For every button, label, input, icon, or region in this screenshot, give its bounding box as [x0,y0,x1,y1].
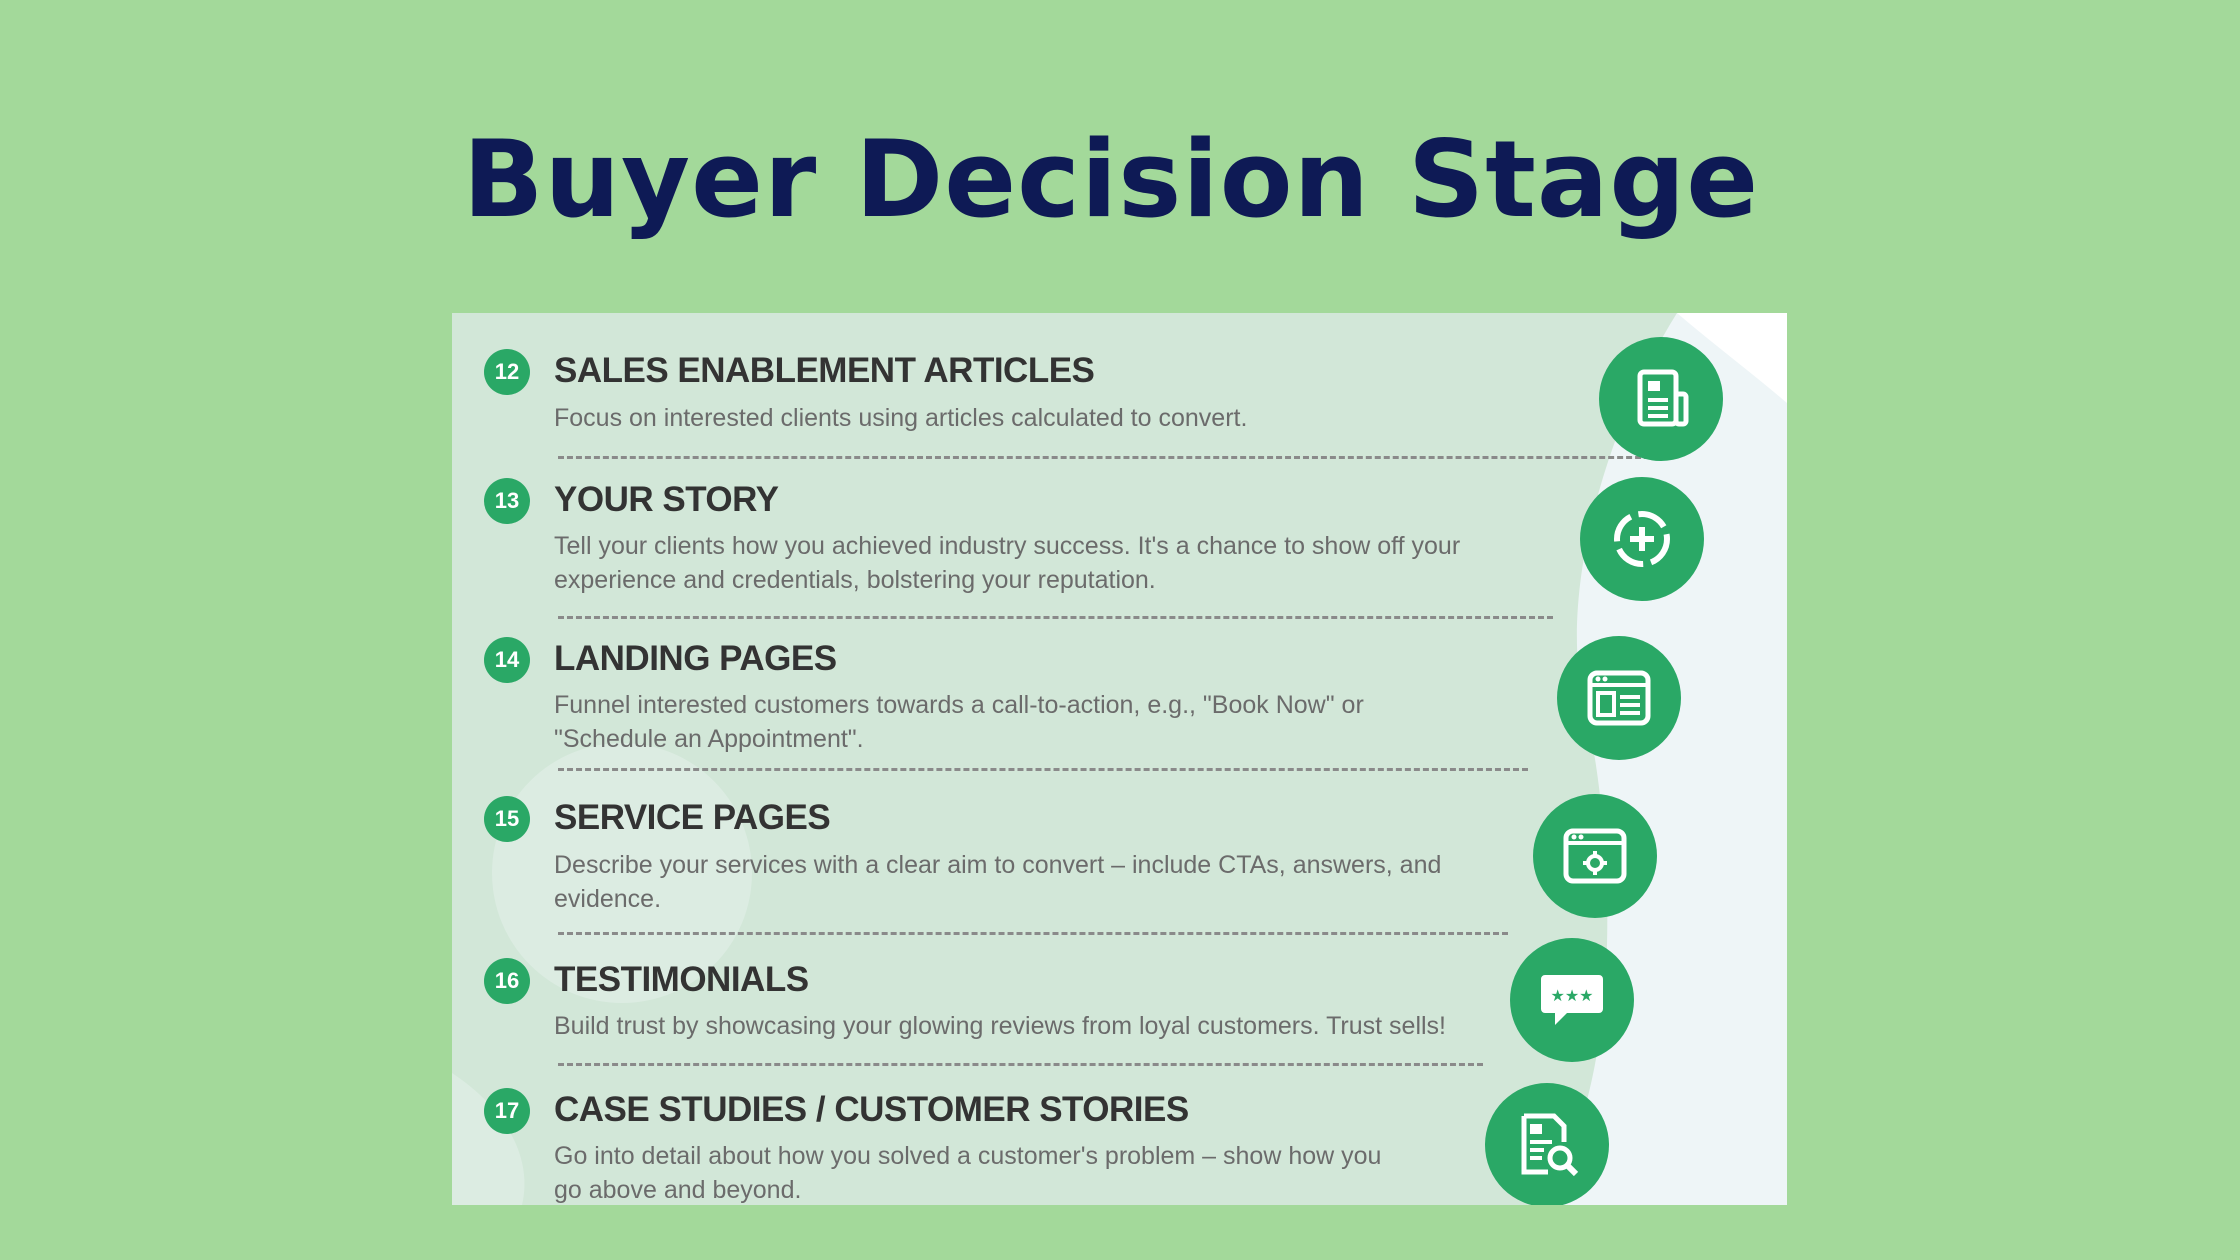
item-description: experience and credentials, bolstering y… [554,566,1156,594]
item-heading: SALES ENABLEMENT ARTICLES [554,351,1095,390]
item-heading: YOUR STORY [554,480,779,519]
item-description: Tell your clients how you achieved indus… [554,532,1461,560]
item-description: Go into detail about how you solved a cu… [554,1142,1382,1170]
panel-background [452,313,1787,1205]
review-bubble-icon: ★★★ [1510,938,1634,1062]
item-heading: CASE STUDIES / CUSTOMER STORIES [554,1090,1189,1129]
step-number: 16 [484,958,530,1004]
item-heading: SERVICE PAGES [554,798,831,837]
item-description: Focus on interested clients using articl… [554,404,1248,432]
dashed-divider [558,1063,1483,1066]
item-description: evidence. [554,885,662,913]
item-description: "Schedule an Appointment". [554,725,864,753]
dashed-divider [558,768,1528,771]
step-number: 14 [484,637,530,683]
item-description: go above and beyond. [554,1176,802,1204]
item-heading: TESTIMONIALS [554,960,809,999]
document-search-icon [1485,1083,1609,1205]
step-number: 15 [484,796,530,842]
step-number: 13 [484,478,530,524]
dashed-divider [558,616,1553,619]
dashed-divider [558,456,1668,459]
step-number: 12 [484,349,530,395]
item-description: Build trust by showcasing your glowing r… [554,1012,1446,1040]
add-circle-icon [1580,477,1704,601]
page-title: Buyer Decision Stage [462,118,1760,241]
item-description: Describe your services with a clear aim … [554,851,1442,879]
decision-stage-panel: 12 SALES ENABLEMENT ARTICLES Focus on in… [452,313,1787,1205]
step-number: 17 [484,1088,530,1134]
dashed-divider [558,932,1508,935]
service-page-icon [1533,794,1657,918]
item-heading: LANDING PAGES [554,639,837,678]
item-description: Funnel interested customers towards a ca… [554,691,1364,719]
svg-text:★★★: ★★★ [1550,986,1593,1005]
article-icon [1599,337,1723,461]
landing-page-icon [1557,636,1681,760]
